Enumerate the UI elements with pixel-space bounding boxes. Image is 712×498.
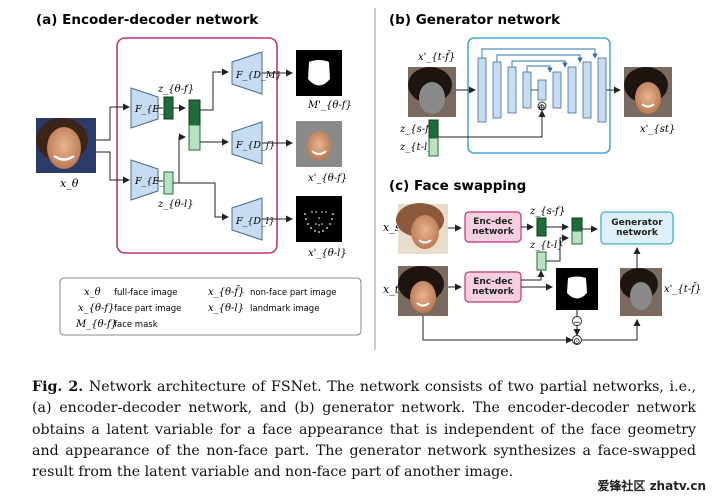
gen-latent-face — [428, 119, 439, 139]
arrow-input-ef — [96, 103, 130, 141]
out-mask-label: M'_{θ-f} — [307, 100, 352, 111]
arrow-encdec-ztl — [521, 270, 545, 281]
swap-nonface-image — [620, 268, 662, 316]
output-mask-image — [296, 50, 342, 96]
svg-text:x_θ: x_θ — [84, 287, 101, 298]
encdec-target-box: Enc-dec network — [464, 271, 522, 303]
arrow-latent-concat — [438, 110, 546, 138]
generator-box — [467, 37, 611, 154]
source-face-image — [396, 203, 448, 254]
swap-mask-image — [556, 268, 598, 310]
arrow-concat-dm — [200, 68, 229, 111]
swap-concat-face — [571, 217, 583, 232]
swap-z-sf-label: z_{s-f} — [529, 206, 565, 217]
decoder-face — [231, 121, 263, 165]
svg-text:x_{θ-f}: x_{θ-f} — [78, 303, 114, 314]
svg-text:non-face part image: non-face part image — [250, 288, 336, 298]
out-landmark-label: x'_{θ-l} — [308, 248, 347, 259]
gen-z-sf-label: z_{s-f} — [399, 124, 435, 135]
encoder-decoder-box — [116, 37, 278, 254]
generator-box-c: Generator network — [600, 211, 674, 245]
legend-item-1: x_{θ-f̄} non-face part image — [208, 286, 336, 298]
gen-output-image — [624, 67, 672, 117]
dot-op-symbol: ⊙ — [573, 337, 581, 347]
swap-z-tl-label: z_{t-l} — [529, 240, 564, 251]
decoder-mask-label: F_{D_M} — [235, 70, 282, 81]
legend-item-4: M_{θ-f} face mask — [75, 319, 158, 330]
swap-latent-landmark — [536, 251, 547, 271]
decoder-face-label: F_{D_f} — [235, 140, 275, 151]
concat-latent-face — [188, 99, 201, 126]
svg-text:face mask: face mask — [114, 320, 158, 330]
figure-caption: Fig. 2. Network architecture of FSNet. T… — [32, 377, 696, 483]
svg-text:x_{θ-f̄}: x_{θ-f̄} — [208, 286, 244, 298]
output-face-part-image — [296, 121, 342, 167]
encoder-landmark-label: F_{E_l} — [134, 176, 173, 187]
svg-text:face part image: face part image — [114, 304, 181, 314]
unet-skip-connections — [481, 48, 598, 73]
swap-nonface-label: x'_{t-f̄} — [664, 283, 701, 295]
svg-text:landmark image: landmark image — [250, 304, 319, 314]
panel-a-title: (a) Encoder-decoder network — [36, 12, 259, 28]
encoder-face-label: F_{E_f} — [134, 104, 174, 115]
swap-concat-landmark — [571, 230, 583, 245]
svg-text:x_{θ-l}: x_{θ-l} — [208, 303, 244, 314]
z-landmark-label: z_{θ-l} — [157, 199, 194, 210]
arrow-xt-dot — [422, 316, 573, 344]
arrow-dot-nonface — [581, 319, 641, 341]
panel-b-title: (b) Generator network — [389, 12, 561, 28]
xt-label: x_t — [383, 283, 400, 296]
z-face-label: z_{θ-f} — [157, 84, 194, 95]
out-face-label: x'_{θ-f} — [308, 173, 347, 184]
arrow-zl-dl — [173, 182, 229, 221]
arrow-zl-concat — [173, 133, 186, 184]
input-label: x_θ — [60, 177, 79, 190]
decoder-landmark — [231, 197, 263, 241]
arrow-ztl-concat — [546, 234, 569, 262]
encoder-landmark — [130, 159, 159, 201]
caption-text: Network architecture of FSNet. The netwo… — [32, 379, 696, 481]
legend-box — [59, 277, 362, 336]
target-face-image — [398, 266, 448, 316]
gen-input-label: x'_{t-f̄} — [418, 51, 455, 63]
svg-text:M_{θ-f}: M_{θ-f} — [75, 319, 117, 330]
encoder-face — [130, 87, 159, 129]
concat-plus-symbol: ⊕ — [538, 103, 546, 113]
legend-item-3: x_{θ-l} landmark image — [208, 303, 319, 314]
arrow-input-el — [96, 151, 130, 184]
gen-output-label: x'_{st} — [640, 124, 675, 135]
minus-op-symbol: − — [573, 318, 581, 328]
swap-latent-face — [536, 217, 547, 237]
gen-input-image — [408, 67, 456, 117]
input-face-image — [36, 118, 96, 173]
legend-item-0: x_θ full-face image — [84, 287, 177, 298]
decoder-mask — [231, 51, 263, 95]
gen-z-tl-label: z_{t-l} — [399, 142, 434, 153]
panel-c-title: (c) Face swapping — [389, 178, 526, 194]
site-watermark: 爱锋社区 zhatv.cn — [574, 476, 710, 496]
encdec-source-box: Enc-dec network — [464, 211, 522, 243]
caption-lead: Fig. 2. — [32, 379, 84, 395]
gen-latent-landmark — [428, 137, 439, 157]
decoder-landmark-label: F_{D_l} — [235, 216, 275, 227]
figure-canvas: (a) Encoder-decoder network x_θ F_{E_f} … — [36, 8, 701, 350]
output-landmark-image — [296, 196, 342, 242]
latent-z-face — [163, 96, 174, 120]
legend-item-2: x_{θ-f} face part image — [78, 303, 181, 314]
concat-latent-landmark — [188, 124, 201, 151]
svg-text:full-face image: full-face image — [114, 288, 177, 298]
latent-z-landmark — [163, 171, 174, 195]
xs-label: x_s — [383, 221, 401, 234]
